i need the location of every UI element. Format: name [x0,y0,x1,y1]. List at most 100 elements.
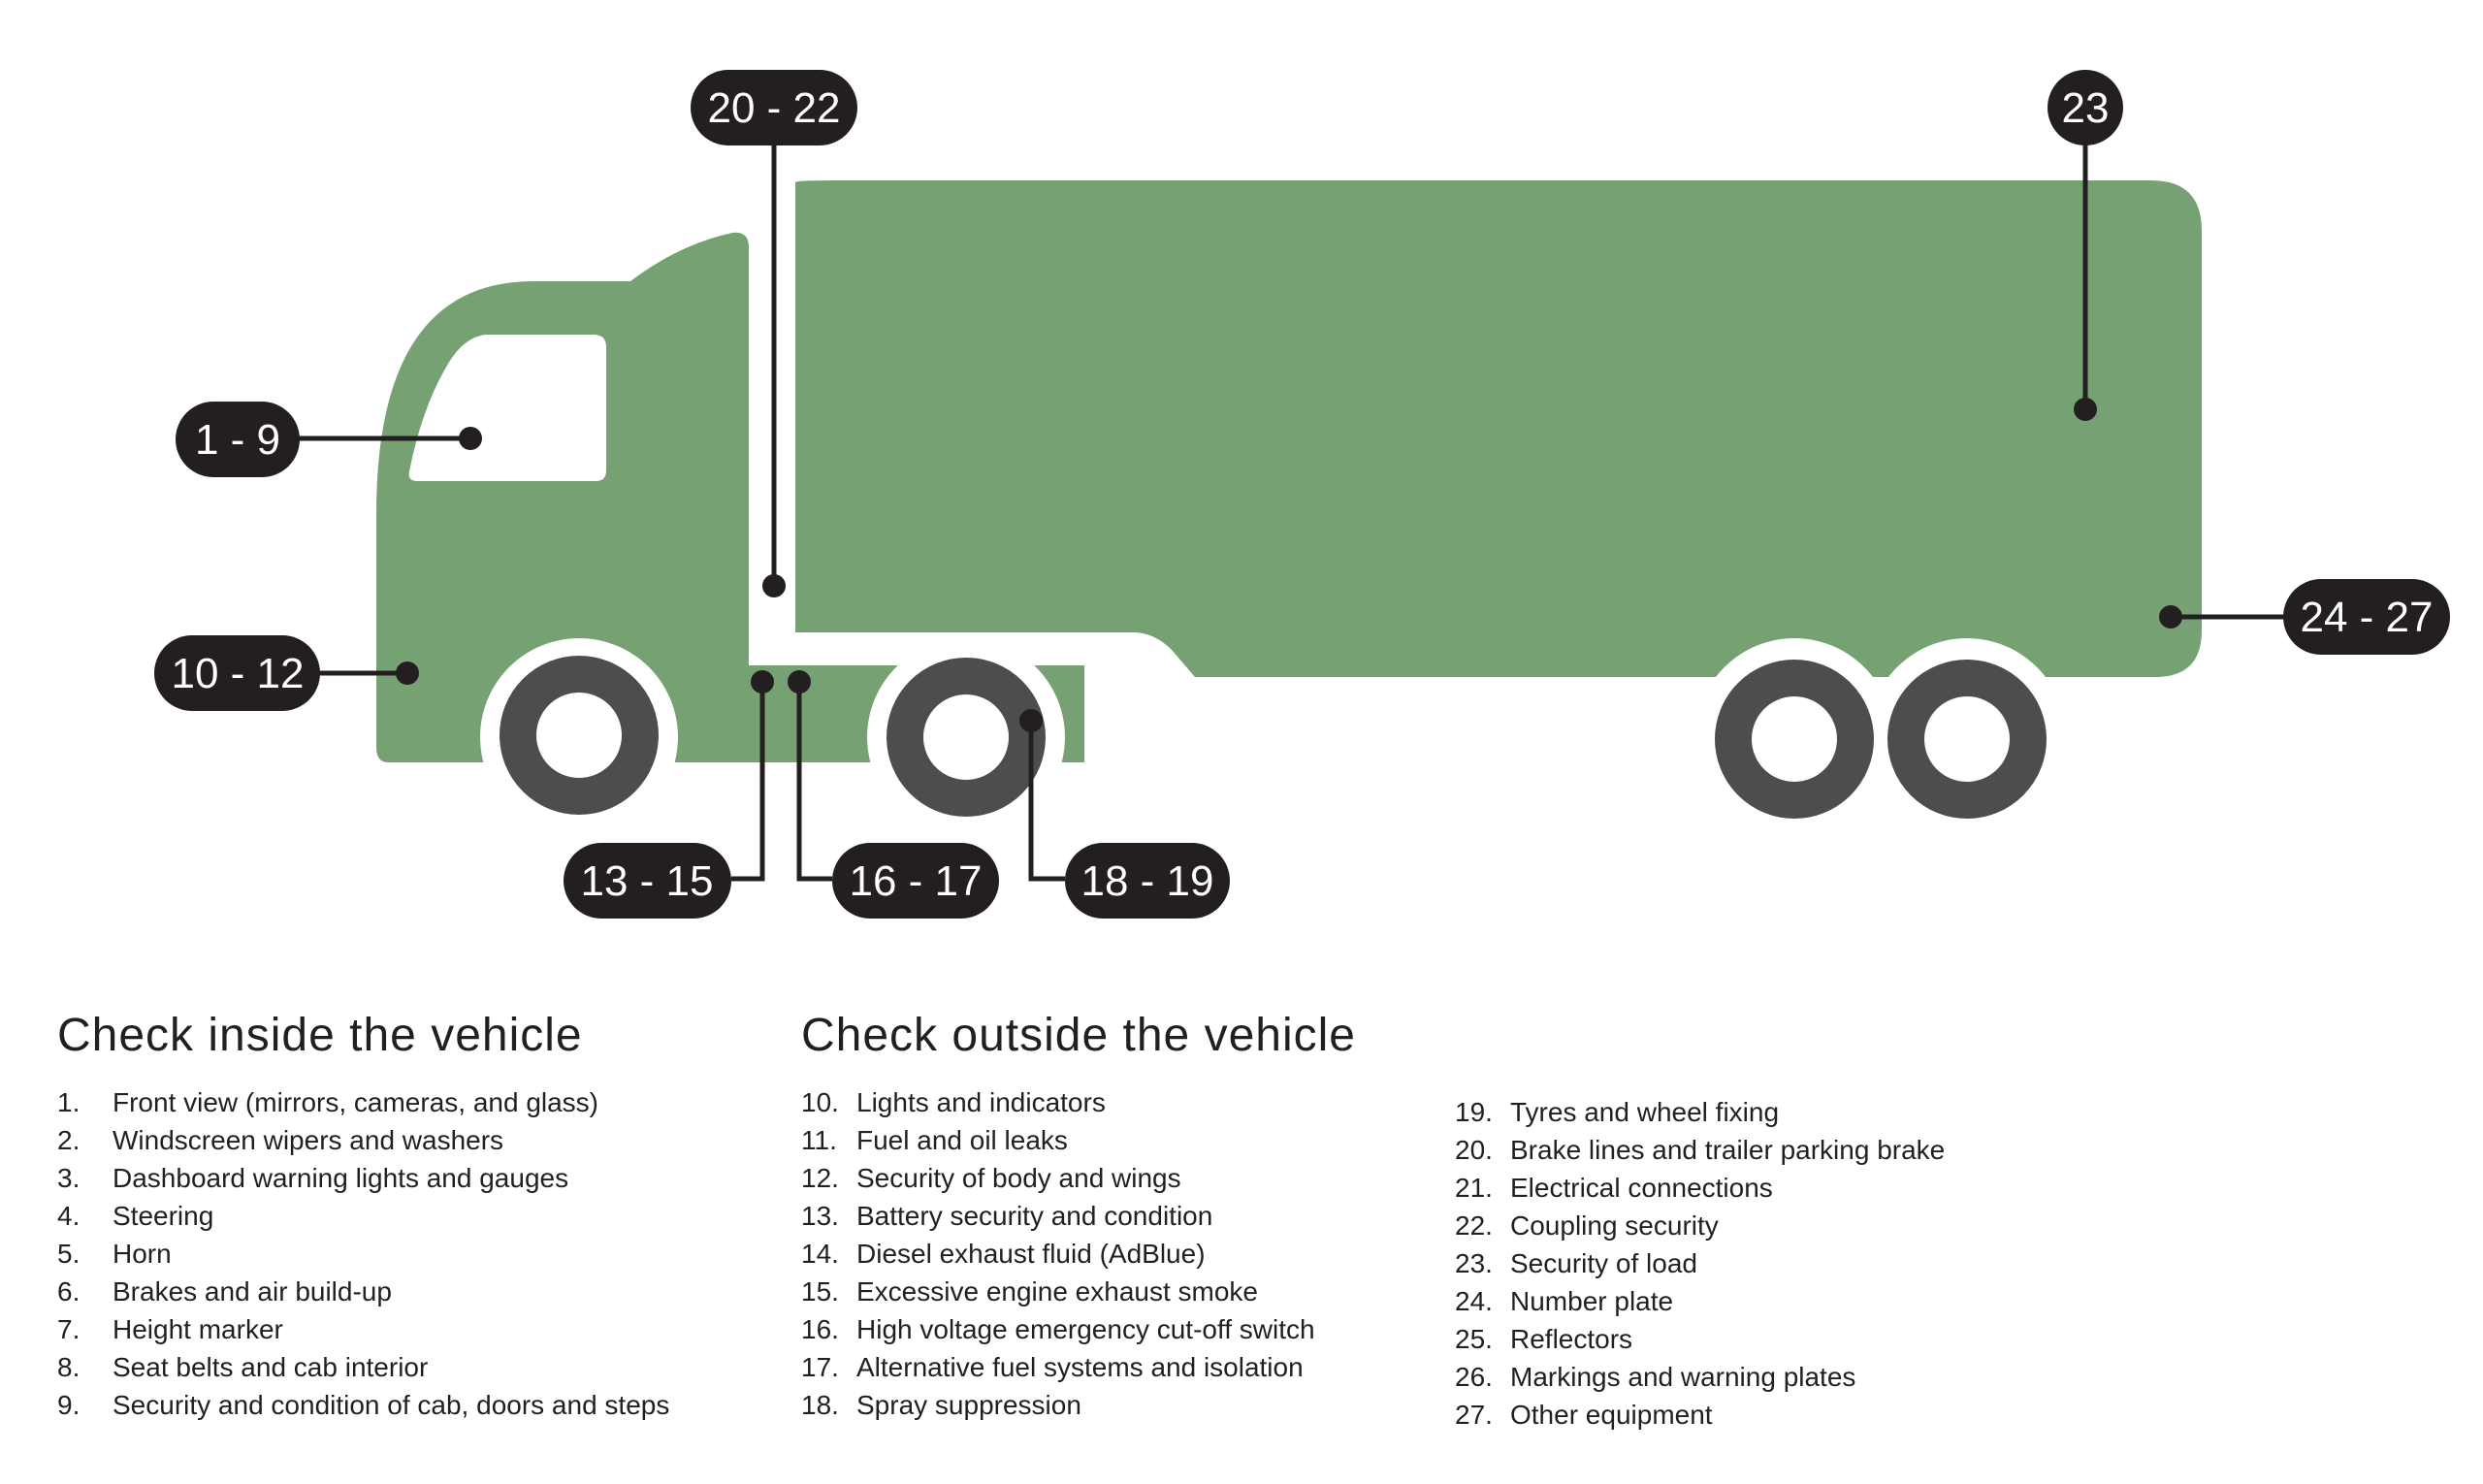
svg-text:18 - 19: 18 - 19 [1081,857,1214,905]
svg-text:1 - 9: 1 - 9 [195,416,280,464]
check-item-label: Spray suppression [856,1390,1081,1420]
check-item-label: Seat belts and cab interior [113,1352,429,1382]
check-item: 5.Horn [57,1235,669,1273]
inside-checks-list: 1.Front view (mirrors, cameras, and glas… [57,1083,669,1424]
check-item-number: 23. [1455,1248,1493,1278]
check-item-label: Excessive engine exhaust smoke [856,1276,1258,1307]
check-item-number: 2. [57,1125,81,1155]
check-item: 27. Other equipment [1455,1396,1945,1434]
svg-text:10 - 12: 10 - 12 [172,650,305,697]
check-item-label: Coupling security [1510,1210,1719,1241]
check-item-number: 15. [801,1276,839,1307]
check-item-number: 6. [57,1276,81,1307]
check-item-label: Other equipment [1510,1400,1713,1430]
check-item: 17. Alternative fuel systems and isolatio… [801,1348,1356,1386]
check-item: 26. Markings and warning plates [1455,1358,1945,1396]
check-item-label: Alternative fuel systems and isolation [856,1352,1304,1382]
check-item-number: 22. [1455,1210,1493,1241]
check-item-label: Dashboard warning lights and gauges [113,1163,569,1193]
check-item: 11. Fuel and oil leaks [801,1121,1356,1159]
check-item: 24. Number plate [1455,1282,1945,1320]
check-item: 10. Lights and indicators [801,1083,1356,1121]
callout-24-27: 24 - 27 [2283,579,2450,655]
middle-wheel [887,658,1046,817]
check-item: 20. Brake lines and trailer parking brake [1455,1131,1945,1169]
callout-10-12: 10 - 12 [154,635,320,711]
rear-wheel-1 [1715,660,1874,819]
check-item-number: 16. [801,1314,839,1344]
check-item-label: Tyres and wheel fixing [1510,1097,1780,1127]
check-item: 25. Reflectors [1455,1320,1945,1358]
check-item: 4. Steering [57,1197,669,1235]
outside-checks-section-continued: 19. Tyres and wheel fixing 20. Brake lines … [1455,1093,1945,1434]
svg-text:20 - 22: 20 - 22 [708,84,841,132]
check-item-label: Security of body and wings [856,1163,1181,1193]
rear-wheel-2 [1887,660,2047,819]
outside-checks-title: Check outside the vehicle [801,1010,1356,1061]
front-wheel [500,656,659,815]
callout-20-22: 20 - 22 [691,70,857,145]
svg-text:23: 23 [2062,84,2110,132]
check-item-number: 20. [1455,1135,1493,1165]
box-body [795,180,2202,677]
check-item-label: Number plate [1510,1286,1674,1316]
check-item: 13. Battery security and condition [801,1197,1356,1235]
check-item-number: 5. [57,1239,81,1269]
outside-checks-section: Check outside the vehicle 10. Lights and … [801,1009,1356,1424]
callout-dots [396,398,2182,732]
check-item-number: 21. [1455,1173,1493,1203]
check-item: 1.Front view (mirrors, cameras, and glas… [57,1083,669,1121]
check-item-number: 11. [801,1125,837,1155]
outside-checks-list-continued: 19. Tyres and wheel fixing 20. Brake lines … [1455,1093,1945,1434]
callout-16-17: 16 - 17 [832,843,999,919]
inside-checks-title: Check inside the vehicle [57,1010,583,1061]
check-item-number: 26. [1455,1362,1493,1392]
check-item-number: 10. [801,1087,839,1117]
check-item-label: Reflectors [1510,1324,1633,1354]
check-item: 2.Windscreen wipers and washers [57,1121,669,1159]
check-item-label: Front view (mirrors, cameras, and glass) [113,1087,599,1117]
check-item-number: 8. [57,1352,81,1382]
check-item-number: 3. [57,1163,81,1193]
check-item-number: 18. [801,1390,839,1420]
svg-text:24 - 27: 24 - 27 [2301,594,2434,641]
check-item-number: 4. [57,1201,81,1231]
callout-13-15: 13 - 15 [564,843,731,919]
callout-18-19: 18 - 19 [1065,843,1230,919]
check-item-number: 17. [801,1352,839,1382]
check-item: 22. Coupling security [1455,1207,1945,1244]
check-item-number: 12. [801,1163,839,1193]
check-item-label: Brake lines and trailer parking brake [1510,1135,1946,1165]
check-item-label: Battery security and condition [856,1201,1213,1231]
check-item: 7. Height marker [57,1310,669,1348]
check-item: 9. Security and condition of cab, doors a… [57,1386,669,1424]
check-item-number: 13. [801,1201,839,1231]
check-item-label: Lights and indicators [856,1087,1106,1117]
check-item: 14.Diesel exhaust fluid (AdBlue) [801,1235,1356,1273]
check-item-label: Security and condition of cab, doors and… [113,1390,670,1420]
check-item-number: 25. [1455,1324,1493,1354]
callout-leaders [291,144,2289,882]
check-item: 12. Security of body and wings [801,1159,1356,1197]
callout-1-9: 1 - 9 [176,402,300,477]
check-item-number: 27. [1455,1400,1493,1430]
callout-23: 23 [2048,70,2123,145]
check-item-label: Markings and warning plates [1510,1362,1856,1392]
check-item-number: 19. [1455,1097,1493,1127]
check-item-label: Fuel and oil leaks [856,1125,1068,1155]
check-item-number: 9. [57,1390,81,1420]
check-item: 3. Dashboard warning lights and gauges [57,1159,669,1197]
check-item-label: Steering [113,1201,214,1231]
check-item-number: 24. [1455,1286,1493,1316]
check-item-label: Diesel exhaust fluid (AdBlue) [856,1239,1206,1269]
check-item: 21. Electrical connections [1455,1169,1945,1207]
check-item-label: High voltage emergency cut-off switch [856,1314,1315,1344]
outside-checks-list: 10. Lights and indicators 11. Fuel and oil … [801,1083,1356,1424]
svg-text:13 - 15: 13 - 15 [581,857,714,905]
check-item: 19. Tyres and wheel fixing [1455,1093,1945,1131]
truck-diagram: 1 - 9 10 - 12 13 - 15 16 - 17 18 - 19 20… [154,70,2450,919]
check-item-label: Height marker [113,1314,283,1344]
check-item: 23.Security of load [1455,1244,1945,1282]
check-item-number: 7. [57,1314,81,1344]
check-item-label: Electrical connections [1510,1173,1773,1203]
